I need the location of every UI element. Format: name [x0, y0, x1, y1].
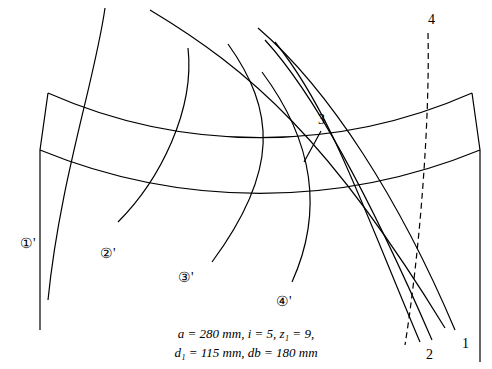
curve-label: 2 — [426, 347, 433, 363]
contact-line-extra — [275, 42, 420, 342]
band-left-edge — [40, 93, 48, 330]
tooth-band-outer-arc — [48, 93, 472, 138]
curve-label: ②' — [100, 246, 116, 262]
profile-curve-1p — [48, 8, 105, 300]
contact-line-2 — [265, 40, 432, 340]
contact-line — [150, 10, 445, 328]
contact-line-4-dashed — [405, 33, 428, 345]
curve-label: 1 — [462, 336, 469, 352]
band-right-edge — [472, 93, 480, 362]
profile-curve-2p — [118, 48, 189, 222]
contact-line-1 — [258, 28, 455, 330]
leader-line-3 — [304, 131, 321, 162]
profile-curve-3p — [212, 44, 263, 262]
parameter-caption: d₁ = 115 mm, db = 180 mm — [174, 345, 317, 361]
curve-label: 4 — [428, 12, 435, 28]
parameter-caption: a = 280 mm, i = 5, z₁ = 9, — [178, 326, 314, 342]
curve-label: ①' — [20, 236, 36, 252]
profile-curve-4p — [262, 72, 310, 282]
tooth-band-inner-arc — [40, 150, 480, 193]
curve-label: 3 — [318, 112, 325, 128]
curve-label: ④' — [276, 294, 292, 310]
curve-label: ③' — [178, 270, 194, 286]
